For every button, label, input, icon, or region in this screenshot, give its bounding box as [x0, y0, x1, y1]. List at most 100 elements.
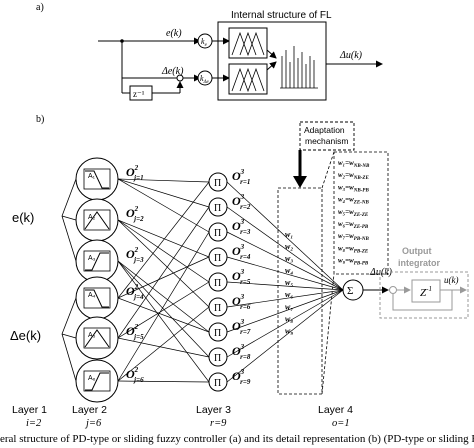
weight-label: w₃ — [285, 254, 293, 263]
mf-curve — [84, 329, 110, 348]
mf-label: A₄ — [88, 292, 96, 299]
inference-arrow-2 — [266, 61, 277, 71]
link-rule-sum — [226, 289, 344, 333]
mf-curve — [84, 211, 110, 230]
integrator-feedback — [392, 290, 453, 311]
weight-label: w₄ — [285, 266, 293, 275]
e-label: e(k) — [166, 28, 182, 39]
layer-param: o=1 — [332, 418, 350, 429]
layer-name: Layer 2 — [72, 404, 107, 416]
link-mf-rule — [117, 178, 210, 208]
rule-weight-entry: w₉=wPB-PB — [338, 257, 369, 267]
link-mf-rule — [117, 206, 210, 339]
weight-label: w₆ — [285, 290, 293, 299]
mf-triangles-de — [231, 67, 265, 93]
link-mf-rule — [117, 219, 210, 308]
rule-weight-entry: w₈=wPB-ZE — [338, 244, 369, 254]
link-mf-rule — [117, 178, 210, 183]
weight-label: w₅ — [285, 278, 293, 287]
link-rule-sum — [226, 206, 344, 291]
weights-dashed-box — [277, 187, 323, 395]
input-de-label: Δe(k) — [10, 328, 41, 343]
rule-weight-entry: w₁=wNB-NB — [338, 159, 370, 169]
link-rule-sum — [226, 281, 344, 291]
link-mf-rule — [117, 337, 210, 358]
fl-title: Internal structure of FL — [231, 10, 332, 21]
delay-label: z⁻¹ — [133, 89, 145, 99]
input-e-label: e(k) — [12, 210, 34, 225]
mf-label: A₂ — [88, 214, 96, 221]
z-exp: -1 — [426, 285, 432, 293]
pi-symbol: Π — [214, 203, 221, 214]
pi-symbol: Π — [214, 328, 221, 339]
mf-shape-box — [83, 370, 111, 392]
rule-weight-table — [333, 151, 389, 275]
mf-label: A₆ — [88, 375, 96, 382]
integrator-title-1: Output — [402, 246, 432, 256]
link-rule-sum — [226, 231, 344, 291]
weight-label: w₈ — [285, 314, 293, 323]
link-mf-rule — [117, 281, 210, 339]
adaptation-line-1: Adaptation — [304, 125, 345, 135]
link-mf-rule — [117, 297, 210, 333]
junction-dot — [120, 39, 124, 43]
connections-layer2-layer3 — [117, 178, 210, 383]
layer-param: r=9 — [210, 418, 227, 429]
link-mf-rule — [117, 231, 210, 382]
link-rule-sum — [226, 181, 344, 291]
gain-kde-sub: Δe — [203, 80, 210, 85]
zoom-line-bottom — [321, 273, 335, 395]
mf-node: A₅O2j=5 — [75, 316, 144, 360]
rule-weight-entry: w₃=wNB-PB — [338, 183, 369, 193]
mf-shape-box — [83, 327, 111, 349]
weight-label: w₉ — [285, 326, 293, 335]
pi-symbol: Π — [214, 278, 221, 289]
mf-curve — [85, 289, 109, 308]
link-mf-rule — [117, 256, 210, 299]
pi-symbol: Π — [214, 178, 221, 189]
mf-curve — [85, 372, 109, 391]
du-out-label: Δu(k) — [339, 50, 363, 61]
link-rule-sum — [226, 289, 344, 308]
input-fanout — [61, 178, 77, 382]
mf-shape-box — [83, 209, 111, 231]
gain-ke-label: k — [201, 37, 205, 46]
mf-triangles-e — [231, 31, 265, 57]
pi-symbol: Π — [214, 253, 221, 264]
layer-param: j=6 — [84, 418, 102, 429]
sum-symbol: Σ — [347, 285, 353, 297]
weight-label: w₁ — [285, 230, 293, 239]
mf-shape-box — [83, 168, 111, 190]
singleton-outputs — [280, 46, 318, 89]
weight-label: w₇ — [285, 302, 293, 311]
link-rule-sum — [226, 289, 344, 383]
layer-param: i=2 — [26, 418, 42, 429]
mf-label: A₁ — [88, 173, 96, 180]
gain-ke-sub: e — [205, 43, 208, 48]
link-mf-rule — [117, 178, 210, 233]
link-rule-sum — [226, 256, 344, 291]
